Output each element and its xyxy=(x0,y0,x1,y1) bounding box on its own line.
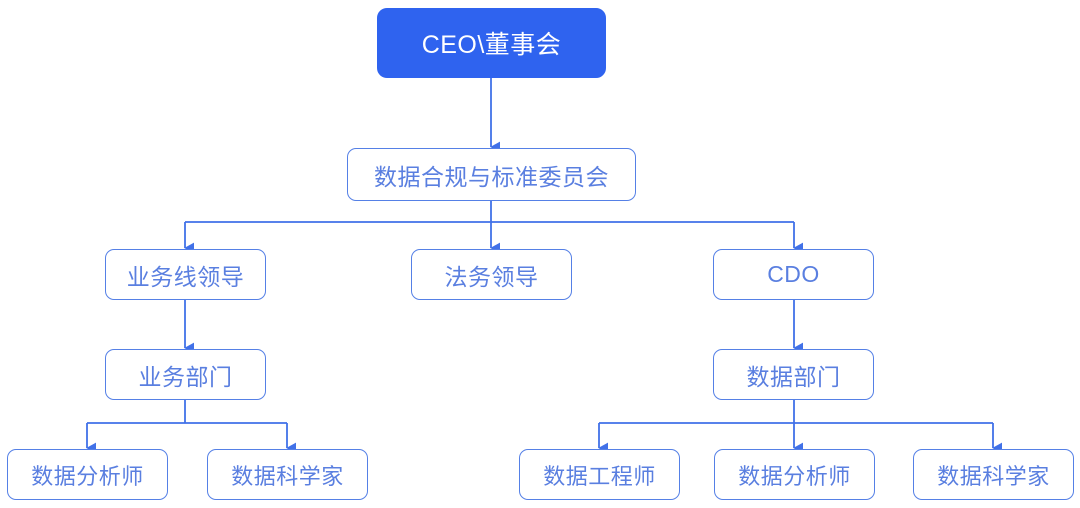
node-data-engineer[interactable]: 数据工程师 xyxy=(519,449,680,500)
node-data-department[interactable]: 数据部门 xyxy=(713,349,874,400)
node-data-scientist[interactable]: 数据科学家 xyxy=(913,449,1074,500)
node-ceo-board[interactable]: CEO\董事会 xyxy=(377,8,606,78)
node-legal-lead[interactable]: 法务领导 xyxy=(411,249,572,300)
node-data-compliance-committee[interactable]: 数据合规与标准委员会 xyxy=(347,148,636,201)
node-business-line-lead[interactable]: 业务线领导 xyxy=(105,249,266,300)
node-cdo[interactable]: CDO xyxy=(713,249,874,300)
node-business-department[interactable]: 业务部门 xyxy=(105,349,266,400)
node-data-analyst[interactable]: 数据分析师 xyxy=(714,449,875,500)
node-business-data-scientist[interactable]: 数据科学家 xyxy=(207,449,368,500)
node-business-data-analyst[interactable]: 数据分析师 xyxy=(7,449,168,500)
